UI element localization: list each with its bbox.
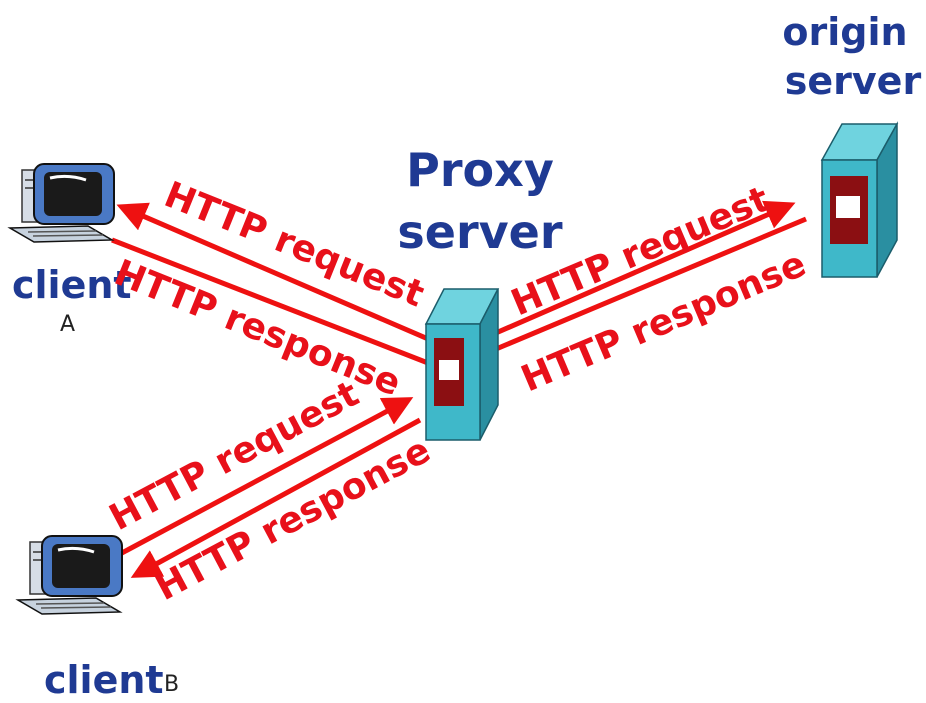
arrow-origin-response	[445, 216, 807, 373]
origin-server-icon	[820, 121, 899, 278]
client-a-tag: A	[60, 312, 75, 337]
proxy-server-label-line2: server	[397, 205, 562, 259]
origin-server-label-line2: server	[785, 59, 922, 103]
client-b-tag: B	[164, 672, 179, 697]
client-a-computer-icon	[7, 163, 115, 243]
arrow-client-b-response	[130, 417, 422, 578]
arrow-client-b-request	[118, 397, 414, 557]
proxy-server-icon	[424, 288, 500, 441]
client-b-label: client	[44, 658, 164, 702]
origin-server-label-line1: origin	[782, 10, 907, 54]
arrow-client-a-response	[111, 237, 447, 373]
client-a-label: client	[12, 263, 132, 307]
proxy-server-label-line1: Proxy	[406, 143, 554, 197]
client-b-computer-icon	[15, 535, 123, 615]
